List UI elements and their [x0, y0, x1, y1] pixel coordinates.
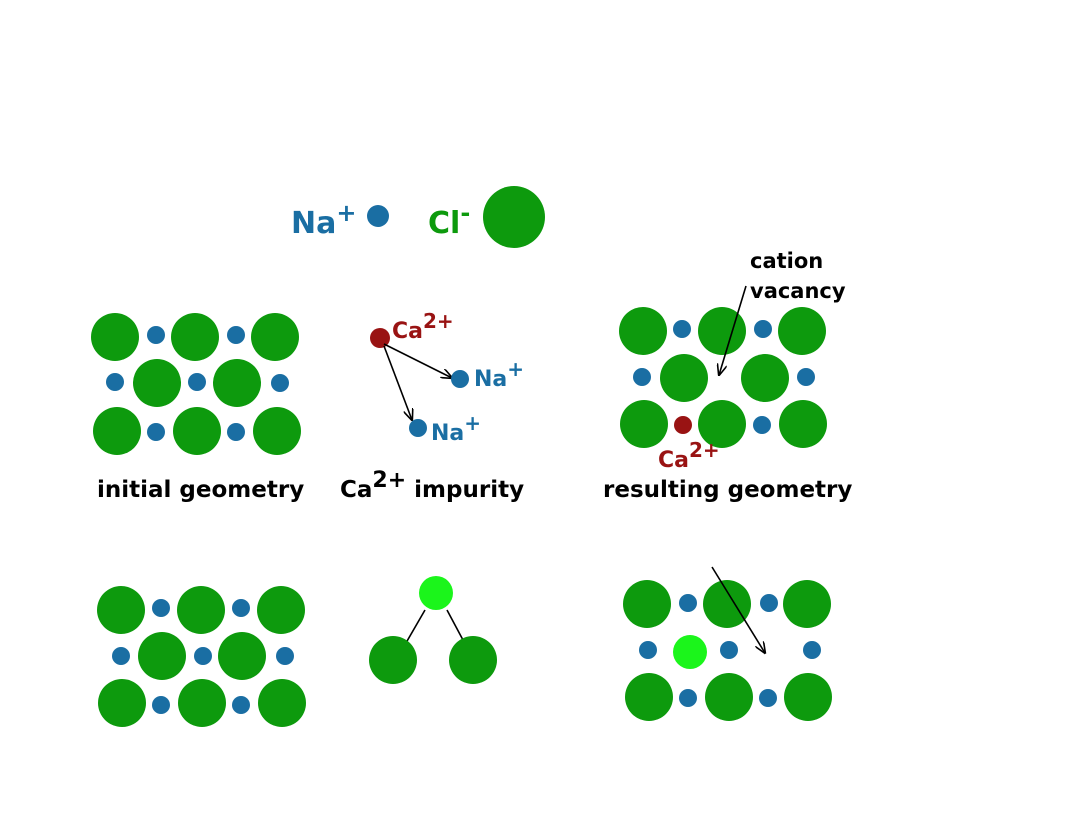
chloride-ion — [97, 586, 145, 634]
sodium-ion — [276, 647, 294, 665]
ca-label: Ca2+ — [392, 309, 454, 344]
sodium-ion — [760, 594, 778, 612]
chloride-ion — [253, 407, 301, 455]
legend: Na+ Cl- — [291, 186, 545, 248]
sodium-ion — [639, 641, 657, 659]
impurity-ion — [673, 635, 707, 669]
chloride-ion — [257, 586, 305, 634]
chloride-ion — [138, 632, 186, 680]
vacancy-arrow — [711, 566, 765, 653]
impurity-schematic: Ca2+ Na+ Na+ — [370, 309, 524, 446]
chloride-ion — [178, 679, 226, 727]
chloride-ion — [620, 400, 668, 448]
vacancy-label-line2: vacancy — [750, 279, 846, 303]
sodium-ion — [112, 647, 130, 665]
caption-initial: initial geometry — [97, 477, 304, 503]
chloride-ion — [91, 313, 139, 361]
sodium-ion — [679, 594, 697, 612]
ca-label: Ca2+ — [658, 438, 720, 473]
sodium-ion — [673, 320, 691, 338]
chloride-ion — [660, 354, 708, 402]
displacement-arrow — [383, 345, 412, 420]
chloride-ion — [705, 673, 753, 721]
sodium-ion — [679, 689, 697, 707]
chloride-ion — [703, 580, 751, 628]
calcium-ion — [370, 328, 390, 348]
calcium-ion — [674, 416, 692, 434]
sodium-ion — [720, 641, 738, 659]
sodium-ion — [152, 696, 170, 714]
sodium-ion — [633, 368, 651, 386]
initial-lattice-2 — [97, 586, 306, 727]
chloride-ion — [369, 636, 417, 684]
sodium-ion — [106, 373, 124, 391]
sodium-ion — [271, 374, 289, 392]
sodium-ion — [451, 370, 469, 388]
chloride-ion — [619, 307, 667, 355]
resulting-lattice-2 — [623, 566, 832, 721]
chloride-ion — [177, 586, 225, 634]
sodium-ion — [227, 423, 245, 441]
sodium-ion — [232, 696, 250, 714]
sodium-ion — [803, 641, 821, 659]
sodium-ion — [409, 419, 427, 437]
chloride-ion — [258, 679, 306, 727]
sodium-ion — [753, 416, 771, 434]
chloride-ion — [741, 354, 789, 402]
chloride-ion — [251, 313, 299, 361]
sodium-ion — [759, 689, 777, 707]
sodium-ion — [227, 326, 245, 344]
sodium-ion — [188, 373, 206, 391]
legend-na-label: Na+ — [291, 199, 356, 241]
resulting-lattice: Ca2+ cation vacancy — [619, 249, 846, 473]
chloride-ion — [449, 636, 497, 684]
displacement-arrow — [383, 343, 452, 378]
impurity-ion — [419, 576, 453, 610]
chloride-ion — [173, 407, 221, 455]
initial-lattice — [91, 313, 301, 455]
legend-cl-ion — [483, 186, 545, 248]
legend-na-ion — [367, 205, 389, 227]
sodium-ion — [754, 320, 772, 338]
sodium-ion — [232, 599, 250, 617]
chloride-ion — [625, 673, 673, 721]
chloride-ion — [133, 359, 181, 407]
sodium-ion — [147, 326, 165, 344]
vacancy-label-line1: cation — [750, 249, 823, 273]
na-label: Na+ — [431, 411, 481, 446]
sodium-ion — [797, 368, 815, 386]
captions: initial geometry Ca2+ impurity resulting… — [97, 468, 852, 503]
chloride-ion — [93, 407, 141, 455]
chloride-ion — [218, 632, 266, 680]
caption-resulting: resulting geometry — [603, 477, 852, 503]
chloride-ion — [783, 580, 831, 628]
chloride-ion — [779, 400, 827, 448]
chloride-ion — [778, 307, 826, 355]
chloride-ion — [623, 580, 671, 628]
impurity-schematic-2 — [369, 576, 497, 684]
chloride-ion — [213, 359, 261, 407]
na-label: Na+ — [474, 357, 524, 392]
chloride-ion — [698, 307, 746, 355]
legend-cl-label: Cl- — [428, 199, 470, 241]
chloride-ion — [98, 679, 146, 727]
chloride-ion — [171, 313, 219, 361]
vacancy-arrow — [719, 285, 747, 375]
sodium-ion — [147, 423, 165, 441]
sodium-ion — [194, 647, 212, 665]
chloride-ion — [784, 673, 832, 721]
chloride-ion — [698, 400, 746, 448]
sodium-ion — [152, 599, 170, 617]
caption-impurity: Ca2+ impurity — [340, 468, 524, 503]
